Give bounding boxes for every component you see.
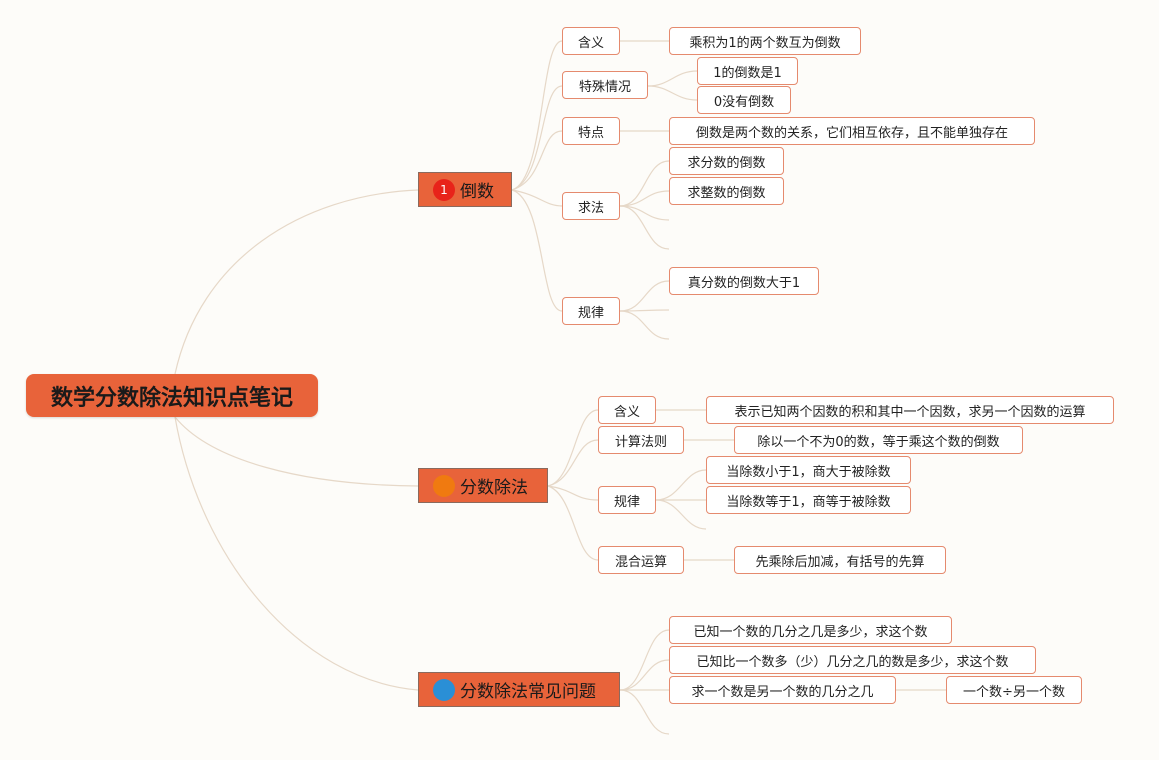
- node-label: 当除数等于1，商等于被除数: [726, 494, 891, 510]
- node-label: 除以一个不为0的数，等于乘这个数的倒数: [757, 434, 1000, 450]
- link-b1-special: [511, 85, 563, 191]
- branch-title: 分数除法: [460, 478, 528, 498]
- link-b2-mixed: [547, 485, 599, 561]
- node-b1-feature-detail[interactable]: 倒数是两个数的关系，它们相互依存，且不能单独存在: [669, 117, 1035, 145]
- node-b1-rule[interactable]: 规律: [562, 297, 620, 325]
- link-root-b1: [174, 189, 419, 375]
- branch-common-problems[interactable]: 分数除法常见问题: [418, 672, 620, 707]
- node-b3-item-3-sub[interactable]: 一个数÷另一个数: [946, 676, 1082, 704]
- node-label: 表示已知两个因数的积和其中一个因数，求另一个因数的运算: [734, 404, 1086, 420]
- node-b3-item-1[interactable]: 已知一个数的几分之几是多少，求这个数: [669, 616, 952, 644]
- node-label: 先乘除后加减，有括号的先算: [755, 554, 925, 570]
- node-b1-method-1[interactable]: 求分数的倒数: [669, 147, 784, 175]
- node-b1-meaning[interactable]: 含义: [562, 27, 620, 55]
- branch-fraction-division[interactable]: 分数除法: [418, 468, 548, 503]
- node-label: 求一个数是另一个数的几分之几: [691, 684, 874, 700]
- link-method-4: [619, 205, 670, 250]
- node-label: 已知比一个数多（少）几分之几的数是多少，求这个数: [696, 654, 1009, 670]
- node-label: 含义: [613, 404, 640, 420]
- node-b1-special-1[interactable]: 1的倒数是1: [697, 57, 798, 85]
- link-b2-calc: [547, 439, 599, 487]
- link-b1-feature: [511, 130, 563, 191]
- root-topic[interactable]: 数学分数除法知识点笔记: [26, 374, 318, 417]
- link-b3-1: [619, 629, 670, 691]
- node-label: 混合运算: [614, 554, 667, 570]
- node-label: 规律: [577, 305, 604, 321]
- node-b1-rule-1[interactable]: 真分数的倒数大于1: [669, 267, 819, 295]
- node-label: 求分数的倒数: [687, 155, 766, 171]
- link-method-2: [619, 190, 670, 207]
- branch-title: 倒数: [460, 182, 494, 202]
- node-label: 当除数小于1，商大于被除数: [726, 464, 891, 480]
- node-label: 真分数的倒数大于1: [687, 275, 801, 291]
- node-b2-mixed[interactable]: 混合运算: [598, 546, 684, 574]
- number-one-badge-icon: 1: [433, 178, 455, 201]
- node-label: 计算法则: [614, 434, 667, 450]
- number-two-badge-icon: [433, 474, 455, 497]
- link-special-1: [647, 70, 698, 87]
- node-label: 一个数÷另一个数: [963, 684, 1065, 700]
- node-label: 求法: [577, 200, 604, 216]
- root-title: 数学分数除法知识点笔记: [50, 385, 293, 411]
- node-b2-rule[interactable]: 规律: [598, 486, 656, 514]
- link-b1-meaning: [511, 40, 563, 191]
- node-label: 含义: [577, 35, 604, 51]
- node-b2-meaning-detail[interactable]: 表示已知两个因数的积和其中一个因数，求另一个因数的运算: [706, 396, 1114, 424]
- node-b2-rule-1[interactable]: 当除数小于1，商大于被除数: [706, 456, 911, 484]
- link-root-b2: [174, 416, 419, 487]
- node-label: 倒数是两个数的关系，它们相互依存，且不能单独存在: [695, 125, 1008, 141]
- link-rule-1: [619, 280, 670, 312]
- link-rule-3: [619, 310, 670, 340]
- node-b2-rule-2[interactable]: 当除数等于1，商等于被除数: [706, 486, 911, 514]
- link-method-1: [619, 160, 670, 207]
- node-b3-item-3[interactable]: 求一个数是另一个数的几分之几: [669, 676, 896, 704]
- node-b1-method-2[interactable]: 求整数的倒数: [669, 177, 784, 205]
- link-b1-method: [511, 189, 563, 207]
- node-b2-calc-detail[interactable]: 除以一个不为0的数，等于乘这个数的倒数: [734, 426, 1023, 454]
- node-b2-mixed-detail[interactable]: 先乘除后加减，有括号的先算: [734, 546, 946, 574]
- node-label: 规律: [613, 494, 640, 510]
- link-b3-2: [619, 659, 670, 691]
- node-label: 求整数的倒数: [687, 185, 766, 201]
- node-b2-calc[interactable]: 计算法则: [598, 426, 684, 454]
- node-label: 已知一个数的几分之几是多少，求这个数: [693, 624, 928, 640]
- link-b2rule-1: [655, 469, 707, 501]
- node-b1-meaning-detail[interactable]: 乘积为1的两个数互为倒数: [669, 27, 861, 55]
- branch-reciprocal[interactable]: 1 倒数: [418, 172, 512, 207]
- node-label: 0没有倒数: [713, 94, 775, 110]
- link-b2rule-3: [655, 499, 707, 530]
- node-b1-feature[interactable]: 特点: [562, 117, 620, 145]
- node-label: 1的倒数是1: [713, 65, 782, 81]
- link-b2-rule: [547, 485, 599, 501]
- node-b1-special[interactable]: 特殊情况: [562, 71, 648, 99]
- node-b2-meaning[interactable]: 含义: [598, 396, 656, 424]
- branch-title: 分数除法常见问题: [460, 682, 596, 702]
- link-special-2: [647, 85, 698, 101]
- link-b2-meaning: [547, 409, 599, 487]
- node-b3-item-2[interactable]: 已知比一个数多（少）几分之几的数是多少，求这个数: [669, 646, 1036, 674]
- node-label: 特殊情况: [578, 79, 631, 95]
- link-root-b3: [174, 416, 419, 691]
- number-three-badge-icon: [433, 678, 455, 701]
- node-label: 乘积为1的两个数互为倒数: [689, 35, 841, 51]
- link-b1-rule: [511, 189, 563, 312]
- link-b3-4: [619, 689, 670, 735]
- node-b1-special-2[interactable]: 0没有倒数: [697, 86, 791, 114]
- node-b1-method[interactable]: 求法: [562, 192, 620, 220]
- node-label: 特点: [577, 125, 604, 141]
